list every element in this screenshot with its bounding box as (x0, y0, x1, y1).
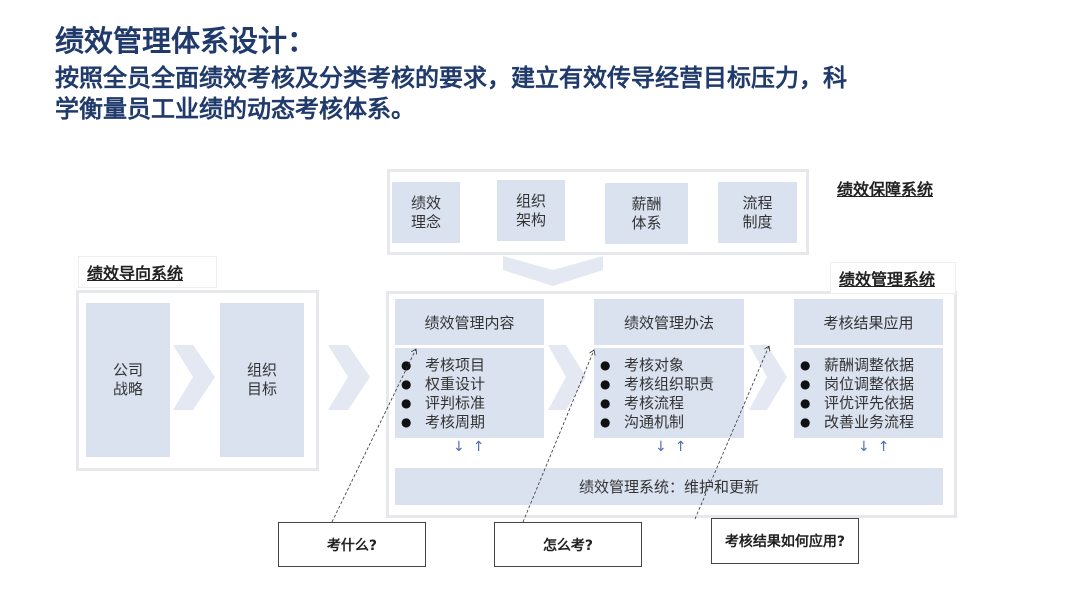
up-down-arrows-icon: ↓↑ (453, 439, 493, 455)
guidance-item: 组织 目标 (220, 303, 304, 457)
up-down-arrows-icon: ↓↑ (858, 439, 898, 455)
list-item: 岗位调整依据 (800, 375, 943, 394)
leader-line (331, 349, 416, 523)
chevron-right-icon (548, 345, 586, 410)
guarantee-item: 组织 架构 (497, 180, 565, 241)
list-item: 评判标准 (401, 394, 544, 413)
leader-line (522, 350, 594, 523)
list-item: 改善业务流程 (800, 413, 943, 432)
callout-what: 考什么? (278, 522, 426, 567)
slide-subtitle-line1: 按照全员全面绩效考核及分类考核的要求，建立有效传导经营目标压力，科 (55, 64, 847, 92)
list-item: 权重设计 (401, 375, 544, 394)
callout-how: 怎么考? (494, 522, 642, 567)
list-item: 考核项目 (401, 356, 544, 375)
chevron-right-icon (328, 345, 370, 410)
list-item: 考核周期 (401, 413, 544, 432)
leader-line (694, 346, 769, 520)
slide-subtitle-line2: 学衡量员工业绩的动态考核体系。 (55, 95, 415, 123)
column-list: 考核项目 权重设计 评判标准 考核周期 (395, 348, 544, 438)
column-header: 绩效管理办法 (594, 299, 744, 345)
list-item: 考核组织职责 (600, 375, 744, 394)
column-list: 薪酬调整依据 岗位调整依据 评优评先依据 改善业务流程 (794, 348, 943, 438)
column-header: 考核结果应用 (794, 299, 943, 345)
callout-apply: 考核结果如何应用? (711, 518, 859, 564)
management-label: 绩效管理系统 (830, 262, 956, 294)
list-item: 沟通机制 (600, 413, 744, 432)
guarantee-label: 绩效保障系统 (837, 180, 934, 199)
guarantee-item: 绩效 理念 (392, 182, 460, 243)
guarantee-item: 薪酬 体系 (605, 183, 688, 244)
chevron-down-icon (503, 256, 603, 286)
guarantee-item: 流程 制度 (718, 182, 797, 243)
list-item: 评优评先依据 (800, 394, 943, 413)
management-footer: 绩效管理系统：维护和更新 (395, 468, 943, 505)
chevron-right-icon (749, 345, 787, 410)
list-item: 薪酬调整依据 (800, 356, 943, 375)
list-item: 考核流程 (600, 394, 744, 413)
up-down-arrows-icon: ↓↑ (655, 439, 695, 455)
chevron-right-icon (173, 345, 215, 410)
column-list: 考核对象 考核组织职责 考核流程 沟通机制 (594, 348, 744, 438)
list-item: 考核对象 (600, 356, 744, 375)
guidance-item: 公司 战略 (86, 303, 170, 457)
column-header: 绩效管理内容 (395, 299, 544, 345)
slide-title: 绩效管理体系设计： (55, 24, 317, 58)
guidance-label: 绩效导向系统 (78, 256, 217, 288)
